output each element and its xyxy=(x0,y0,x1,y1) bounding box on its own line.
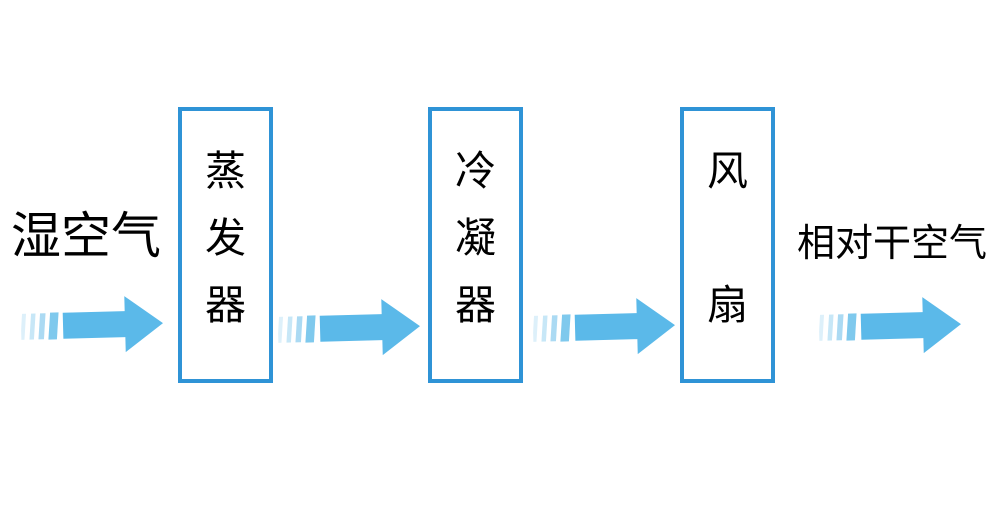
stage-label-char: 发 xyxy=(205,214,246,261)
arrow-stripe xyxy=(818,314,825,341)
arrow-stripe xyxy=(827,314,834,341)
output-air-label: 相对干空气 xyxy=(796,223,987,265)
stage-box-evaporator: 蒸 发 器 xyxy=(178,107,273,383)
arrow-stripe xyxy=(286,316,293,343)
arrow-body xyxy=(319,299,421,356)
stage-label-char: 凝 xyxy=(455,214,496,261)
arrow-tail-stripes xyxy=(277,315,316,343)
flow-arrow-icon xyxy=(532,298,676,355)
arrow-stripe xyxy=(48,312,59,340)
input-air-label: 湿空气 xyxy=(11,208,161,264)
stage-label-char: 扇 xyxy=(707,281,748,328)
arrow-stripe xyxy=(277,316,284,343)
arrow-stripe xyxy=(541,315,548,342)
arrow-stripe xyxy=(836,314,844,341)
stage-label-char: 风 xyxy=(707,147,748,194)
arrow-stripe xyxy=(846,313,857,341)
stage-label-char: 器 xyxy=(205,281,246,328)
arrow-tail-stripes xyxy=(532,314,571,342)
arrow-stripe xyxy=(305,315,316,343)
arrow-stripe xyxy=(560,314,571,342)
flow-arrow-icon xyxy=(20,296,164,353)
arrow-stripe xyxy=(38,313,46,340)
arrow-stripe xyxy=(20,313,27,340)
stage-label-char: 器 xyxy=(455,281,496,328)
flow-arrow-icon xyxy=(277,299,421,356)
arrow-body xyxy=(62,296,164,353)
arrow-tail-stripes xyxy=(20,312,59,340)
arrow-stripe xyxy=(29,313,36,340)
stage-label-char: 蒸 xyxy=(205,147,246,194)
stage-box-fan: 风 扇 xyxy=(680,107,775,383)
arrow-body xyxy=(574,298,676,355)
arrow-stripe xyxy=(550,315,558,342)
arrow-stripe xyxy=(295,316,303,343)
stage-label-char: 冷 xyxy=(455,147,496,194)
arrow-body xyxy=(860,297,962,354)
stage-box-condenser: 冷 凝 器 xyxy=(428,107,523,383)
arrow-stripe xyxy=(532,315,539,342)
flow-arrow-icon xyxy=(818,297,962,354)
arrow-tail-stripes xyxy=(818,313,857,341)
